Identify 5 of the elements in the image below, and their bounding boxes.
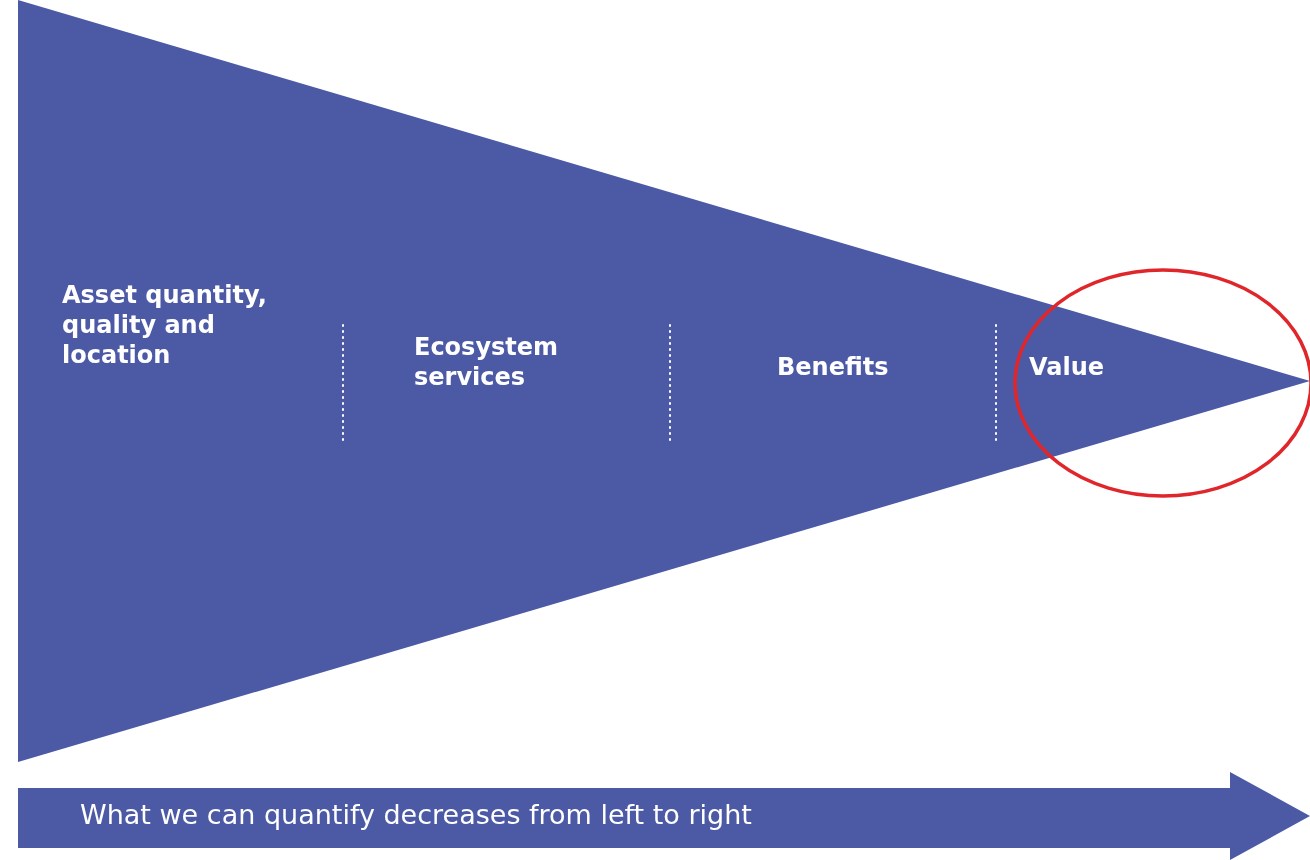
stage-label: Value <box>1029 352 1149 382</box>
stage-label: Asset quantity, quality and location <box>62 280 322 370</box>
stage-label: Benefits <box>777 352 977 382</box>
arrow-caption: What we can quantify decreases from left to right <box>80 799 752 830</box>
stage-label: Ecosystem services <box>414 332 644 392</box>
